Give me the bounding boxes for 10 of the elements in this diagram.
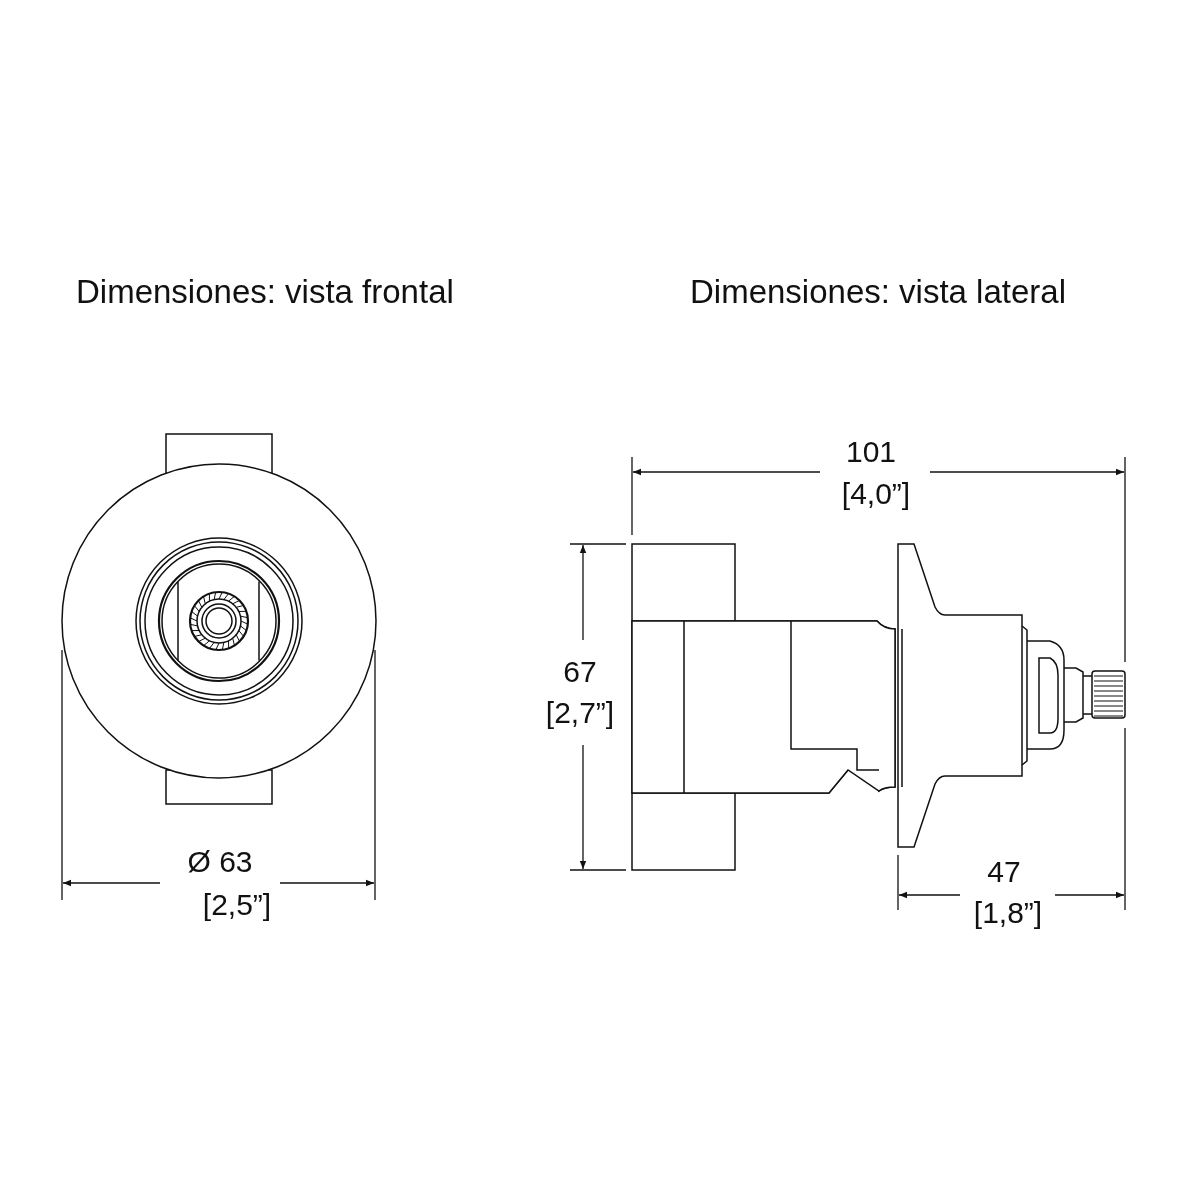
dimension-label: [2,5”] — [202, 890, 272, 920]
dimension-label: 101 — [845, 437, 897, 467]
dimension-label: 67 — [563, 657, 597, 687]
dimension-label: [4,0”] — [841, 479, 911, 509]
dimension-label: 47 — [987, 857, 1021, 887]
dimension-label: [1,8”] — [973, 898, 1043, 928]
view-heading: Dimensiones: vista lateral — [690, 274, 1066, 308]
dimension-label: Ø 63 — [187, 847, 253, 877]
view-heading: Dimensiones: vista frontal — [76, 274, 454, 308]
dimension-label: [2,7”] — [545, 698, 615, 728]
